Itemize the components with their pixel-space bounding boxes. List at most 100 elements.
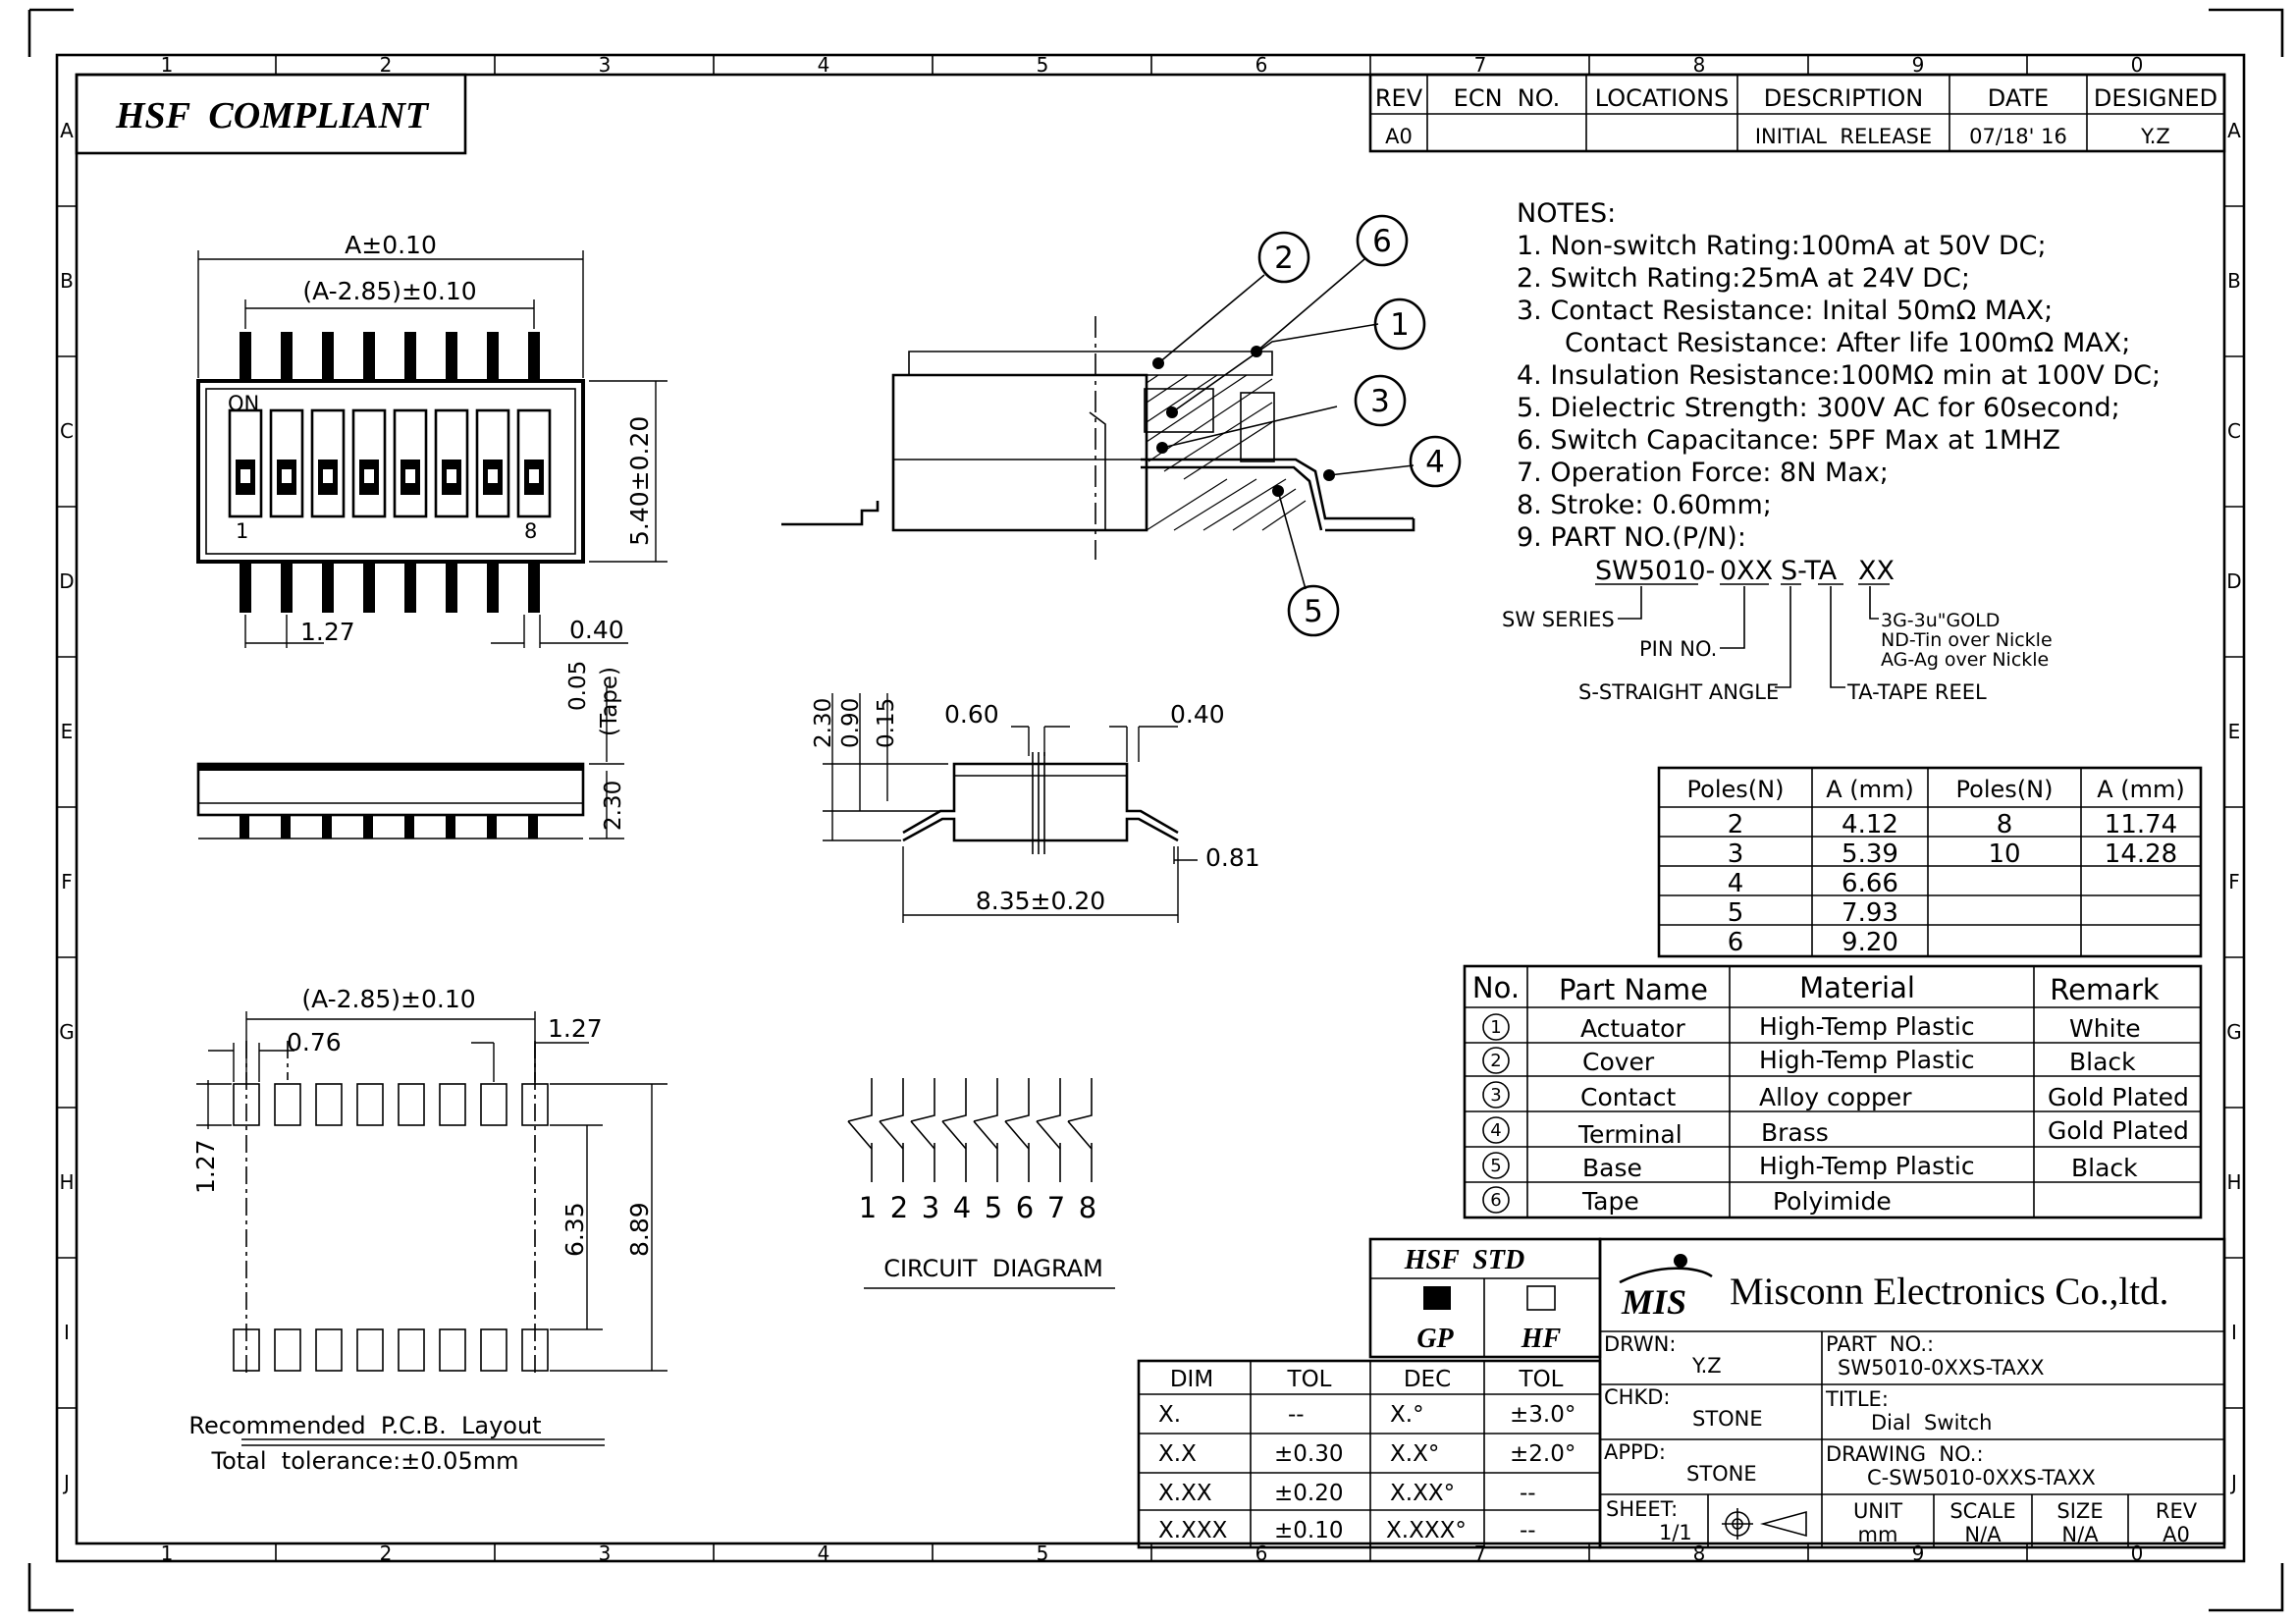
tolerance-table: DIM TOL DEC TOL X. -- X.° ±3.0° X.X ±0.3…	[1137, 1359, 1602, 1549]
tol-dec-cell: X.XXX°	[1386, 1518, 1467, 1543]
zone-row-label: C	[2227, 419, 2241, 443]
dim-end-w2: 0.40	[1170, 700, 1225, 729]
circuit-number: 4	[953, 1191, 971, 1224]
a-cell: 14.28	[2105, 839, 2177, 869]
title-block: MIS Misconn Electronics Co.,ltd. DRWN: Y…	[1598, 1237, 2226, 1549]
parts-remark-header: Remark	[2050, 973, 2160, 1006]
zone-row-label: I	[64, 1321, 70, 1344]
poles-cell: 10	[1988, 839, 2020, 869]
company-name: Misconn Electronics Co.,ltd.	[1730, 1271, 2168, 1313]
a-cell: 9.20	[1842, 928, 1898, 957]
zone-row-label: F	[61, 870, 73, 893]
parts-material-header: Material	[1799, 971, 1915, 1004]
pcb-layout-title: Recommended P.C.B. Layout	[188, 1412, 541, 1439]
circuit-number: 3	[922, 1191, 939, 1224]
zone-col-label: 0	[2131, 1542, 2144, 1565]
note-line: 7. Operation Force: 8N Max;	[1517, 458, 1889, 488]
tol-header: TOL	[1519, 1367, 1564, 1392]
parts-remark: Black	[2069, 1048, 2136, 1076]
tol-dim-cell: X.X	[1158, 1441, 1197, 1467]
hf-label: HF	[1521, 1324, 1562, 1354]
title-value: Dial Switch	[1871, 1411, 1993, 1435]
tol-value-cell: --	[1288, 1402, 1305, 1428]
parts-name-header: Part Name	[1559, 973, 1708, 1006]
tol-dim-cell: X.	[1158, 1402, 1181, 1428]
tol-header: TOL	[1287, 1367, 1332, 1392]
dim-height: 5.40±0.20	[625, 416, 654, 546]
approved-label: APPD:	[1604, 1440, 1666, 1464]
dec-header: DEC	[1404, 1367, 1451, 1392]
section-hatching	[1146, 374, 1307, 531]
pn-plating-ag: AG-Ag over Nickle	[1881, 649, 2049, 671]
pn-plating: XX	[1858, 556, 1895, 586]
outer-border	[55, 53, 2246, 1563]
a-cell: 4.12	[1842, 810, 1898, 839]
circuit-number: 7	[1047, 1191, 1065, 1224]
pcb-dim-outer: 8.89	[625, 1202, 654, 1257]
inner-border	[75, 73, 2226, 1545]
a-cell: 7.93	[1842, 898, 1898, 928]
zone-row-label: B	[2227, 269, 2241, 293]
tol-angle-cell: ±3.0°	[1510, 1402, 1575, 1428]
zone-labels-right: A B C D E F G H I J	[2226, 119, 2242, 1494]
zone-row-label: H	[59, 1170, 74, 1194]
zone-ticks	[57, 55, 2244, 1561]
a-cell: 6.66	[1842, 869, 1898, 898]
rev-label: REV	[2156, 1499, 2198, 1523]
parts-no: 6	[1490, 1190, 1501, 1211]
parts-name: Cover	[1582, 1048, 1655, 1076]
checked-label: CHKD:	[1604, 1385, 1670, 1409]
zone-col-label: 9	[1912, 53, 1925, 77]
revision-table: REV ECN NO. LOCATIONS DESCRIPTION DATE D…	[1368, 73, 2226, 153]
pn-pin-label: PIN NO.	[1639, 637, 1717, 661]
zone-labels-top: 1 2 3 4 5 6 7 8 9 0	[161, 53, 2144, 77]
description-value: INITIAL RELEASE	[1755, 125, 1932, 148]
zone-row-label: D	[2226, 569, 2241, 593]
dim-side-height: 2.30	[601, 781, 626, 831]
poles-cell: 2	[1728, 810, 1744, 839]
note-line: 5. Dielectric Strength: 300V AC for 60se…	[1517, 393, 2120, 423]
tol-dim-cell: X.XXX	[1158, 1518, 1228, 1543]
note-line: 3. Contact Resistance: Inital 50mΩ MAX;	[1517, 296, 2053, 326]
dim-end-foot: 0.81	[1205, 843, 1260, 872]
dim-a-285: (A-2.85)±0.10	[302, 277, 476, 305]
zone-row-label: A	[2227, 119, 2241, 142]
projection-symbol-icon	[1722, 1508, 1807, 1540]
circuit-number: 6	[1016, 1191, 1034, 1224]
notes-heading: NOTES:	[1517, 198, 1616, 229]
date-header: DATE	[1988, 84, 2049, 112]
parts-remark: Gold Plated	[2048, 1116, 2189, 1145]
pcb-dim-inner: 6.35	[561, 1202, 589, 1257]
size-label: SIZE	[2056, 1499, 2103, 1523]
pn-series: SW5010-	[1595, 556, 1715, 586]
note-line: 1. Non-switch Rating:100mA at 50V DC;	[1517, 231, 2047, 261]
parts-material: High-Temp Plastic	[1759, 1152, 1975, 1180]
dim-tape-thickness: 0.05	[565, 661, 591, 711]
hsf-compliant-box	[75, 73, 467, 155]
zone-col-label: 8	[1693, 1542, 1706, 1565]
designed-header: DESIGNED	[2094, 84, 2217, 112]
callout-terminal: 4	[1425, 445, 1445, 480]
parts-no: 3	[1490, 1085, 1501, 1106]
part-no-value: SW5010-0XXS-TAXX	[1838, 1356, 2045, 1380]
zone-col-label: 1	[161, 1542, 174, 1565]
zone-col-label: 4	[818, 53, 830, 77]
tol-dec-cell: X.X°	[1390, 1441, 1439, 1467]
dim-header: DIM	[1170, 1367, 1213, 1392]
a-cell: 5.39	[1842, 839, 1898, 869]
zone-col-label: 0	[2131, 53, 2144, 77]
locations-header: LOCATIONS	[1595, 84, 1730, 112]
section-view: 2 6 1 3 4 5	[781, 214, 1462, 637]
pn-angle-tape: S-TA	[1781, 556, 1838, 586]
unit-label: UNIT	[1853, 1499, 1902, 1523]
sheet-label: SHEET:	[1606, 1497, 1678, 1521]
dim-end-h2: 0.90	[838, 698, 864, 748]
zone-row-label: C	[60, 419, 74, 443]
zone-col-label: 9	[1912, 1542, 1925, 1565]
pcb-dim-pad-height: 1.27	[191, 1139, 220, 1194]
gp-label: GP	[1416, 1324, 1454, 1354]
side-view: 0.05 (Tape) 2.30	[196, 661, 626, 839]
title-label: TITLE:	[1825, 1387, 1889, 1411]
parts-material: Polyimide	[1773, 1187, 1892, 1216]
parts-table: No. Part Name Material Remark 1 2 3 4 5 …	[1463, 964, 2203, 1219]
